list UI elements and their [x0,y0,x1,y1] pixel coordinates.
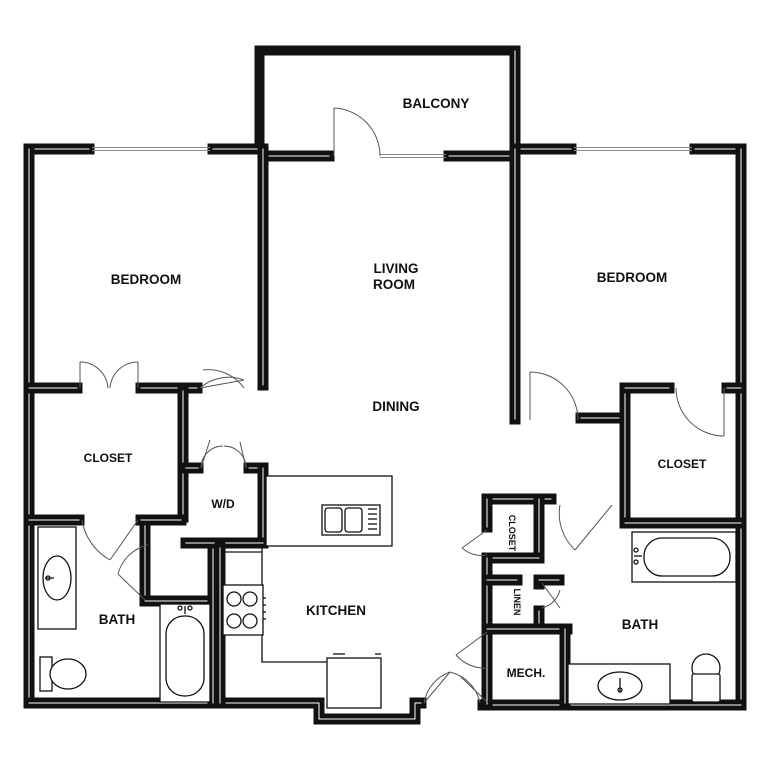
sink-left-icon [37,526,77,630]
label-bedroom-right: BEDROOM [597,270,668,285]
room-labels: BALCONY LIVING ROOM DINING BEDROOM BEDRO… [84,96,707,680]
label-room: ROOM [373,277,415,292]
windows [92,147,692,158]
kitchen-sink-icon [321,504,381,536]
label-kitchen: KITCHEN [306,603,366,618]
label-balcony: BALCONY [403,96,470,111]
sink-right-icon [567,663,671,705]
toilet-left-icon [39,656,87,692]
refrigerator-icon [326,653,382,709]
label-bedroom-left: BEDROOM [111,272,182,287]
stove-icon [222,584,266,636]
label-linen: LINEN [512,589,522,616]
door-swings [79,107,725,704]
label-mech: MECH. [507,666,546,680]
bathtub-left-icon [159,603,211,703]
label-bath-right: BATH [622,617,659,632]
bathtub-right-icon [631,531,737,583]
fixtures [37,475,737,709]
label-bath-left: BATH [99,612,136,627]
label-wd: W/D [211,497,235,511]
label-living: LIVING [373,261,418,276]
label-hall-closet: CLOSET [507,515,517,552]
toilet-right-icon [691,653,721,703]
label-dining: DINING [372,399,419,414]
label-closet-right: CLOSET [658,457,707,471]
label-closet-left: CLOSET [84,451,133,465]
